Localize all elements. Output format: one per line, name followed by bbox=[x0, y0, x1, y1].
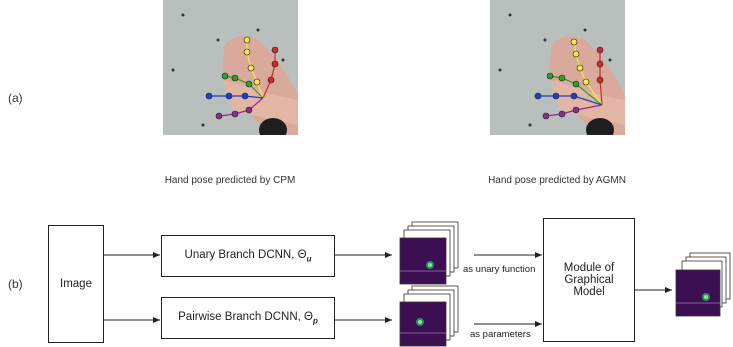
output-heatmap-stack bbox=[675, 252, 731, 317]
cpm-hand-pose-image bbox=[163, 0, 298, 135]
panel-b-label: (b) bbox=[8, 277, 23, 291]
unary-heatmap-stack bbox=[399, 221, 459, 285]
pairwise-branch-box: Pairwise Branch DCNN, Θp bbox=[161, 297, 335, 339]
agmn-hand-pose-image bbox=[490, 0, 625, 135]
pairwise-heatmap-stack bbox=[399, 285, 459, 347]
image-input-box: Image bbox=[48, 225, 104, 343]
model-label-line-2: Graphical bbox=[564, 274, 614, 286]
unary-branch-label: Unary Branch DCNN, Θu bbox=[184, 248, 312, 264]
cpm-caption: Hand pose predicted by CPM bbox=[164, 175, 296, 186]
agmn-caption: Hand pose predicted by AGMN bbox=[488, 175, 626, 186]
unary-branch-box: Unary Branch DCNN, Θu bbox=[161, 235, 335, 277]
model-label-line-3: Model bbox=[573, 286, 605, 298]
joint-red bbox=[267, 76, 275, 84]
pairwise-branch-label: Pairwise Branch DCNN, Θp bbox=[178, 310, 318, 326]
image-input-label: Image bbox=[60, 278, 92, 290]
graphical-model-box: Module of Graphical Model bbox=[543, 218, 635, 342]
parameters-label: as parameters bbox=[470, 329, 531, 340]
model-label-line-1: Module of bbox=[563, 262, 615, 274]
panel-a-label: (a) bbox=[8, 91, 23, 105]
unary-function-label: as unary function bbox=[463, 264, 536, 275]
